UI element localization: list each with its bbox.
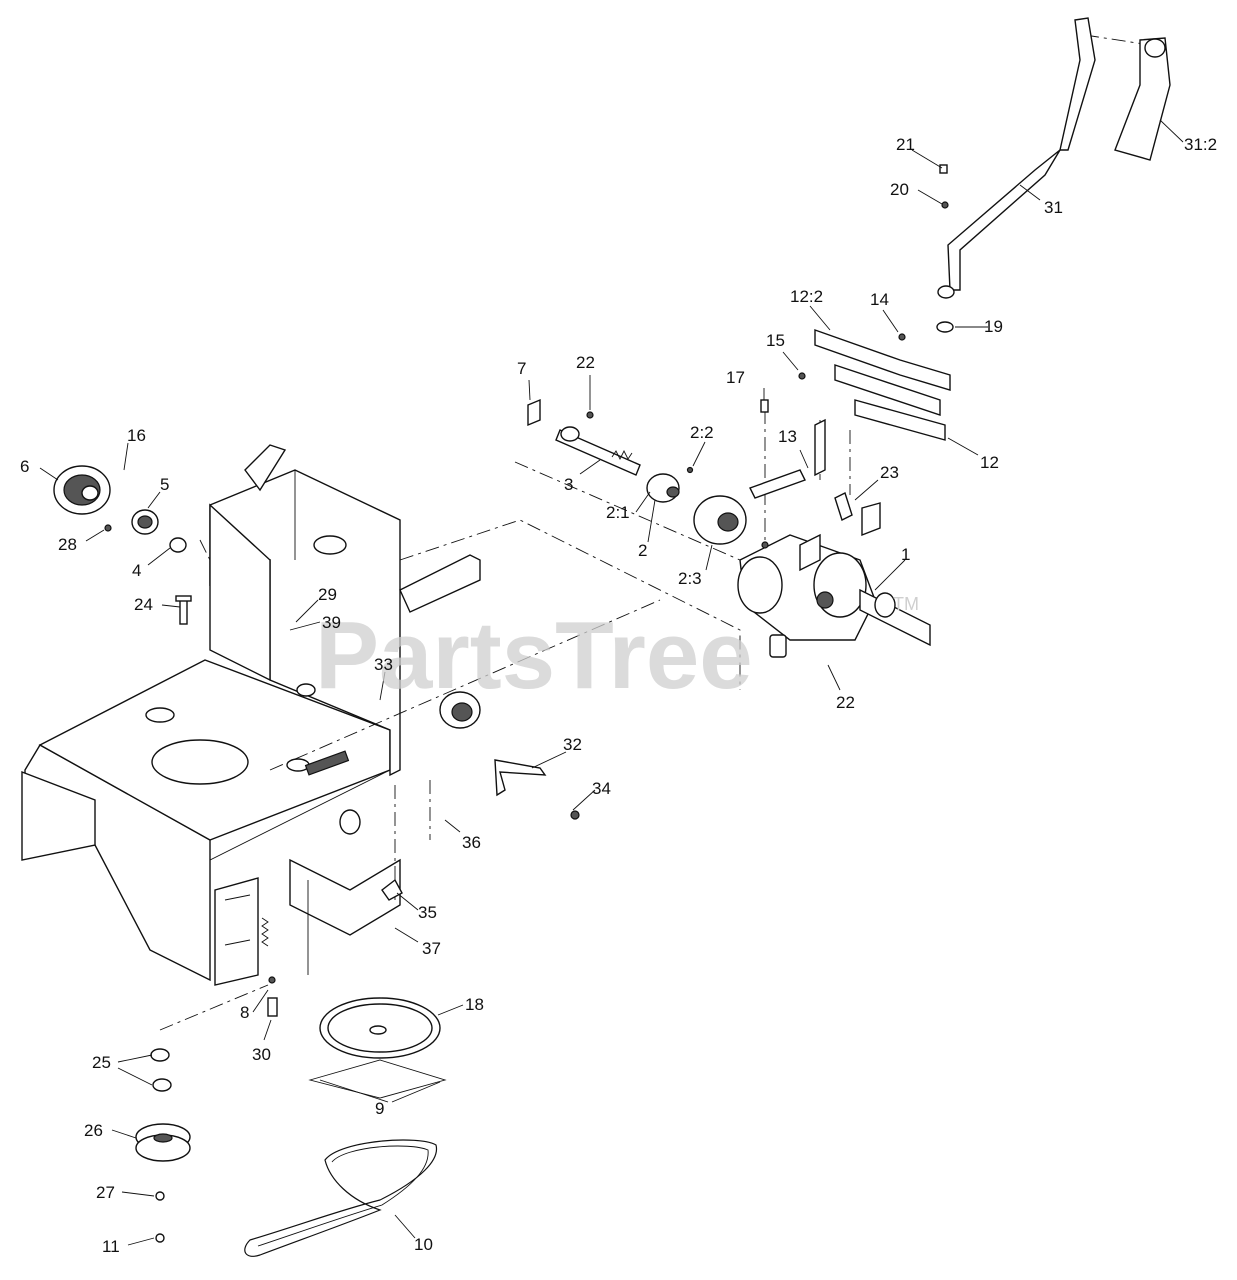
assembly-lines [159,34,1151,1031]
lower-parts [135,976,447,1257]
callout-34: 34 [592,779,611,798]
idler-assembly [527,398,747,545]
callout-33: 33 [374,655,393,674]
gearbox-assembly [737,492,931,658]
callout-35: 35 [418,903,437,922]
callout-17: 17 [726,368,745,387]
chassis-frame [21,444,481,986]
callout-22-top: 22 [576,353,595,372]
callout-37: 37 [422,939,441,958]
callout-24: 24 [134,595,153,614]
callout-36: 36 [462,833,481,852]
callout-2: 2 [638,541,647,560]
callout-18: 18 [465,995,484,1014]
callout-22-bottom: 22 [836,693,855,712]
left-pulley-assembly [53,465,192,625]
callout-2-3: 2:3 [678,569,702,588]
watermark-text: PartsTree [315,602,753,709]
callout-39: 39 [322,613,341,632]
callout-23: 23 [880,463,899,482]
callout-4: 4 [132,561,141,580]
callout-31: 31 [1044,198,1063,217]
callout-30: 30 [252,1045,271,1064]
leader-lines [39,119,1184,1246]
callout-13: 13 [778,427,797,446]
callout-3: 3 [564,475,573,494]
callout-26: 26 [84,1121,103,1140]
callout-20: 20 [890,180,909,199]
callout-31-2: 31:2 [1184,135,1217,154]
callout-10: 10 [414,1235,433,1254]
callout-1: 1 [901,545,910,564]
watermark: PartsTree TM [315,594,919,709]
callout-11: 11 [102,1237,120,1256]
callout-9: 9 [375,1099,384,1118]
callout-14: 14 [870,290,889,309]
callout-5: 5 [160,475,169,494]
watermark-trademark: TM [893,594,919,614]
callout-32: 32 [563,735,582,754]
callout-labels: 1 2 2:1 2:2 2:3 3 4 5 6 7 8 9 10 11 12 1… [20,135,1217,1256]
callout-27: 27 [96,1183,115,1202]
callout-21: 21 [896,135,915,154]
callout-29: 29 [318,585,337,604]
callout-12: 12 [980,453,999,472]
bracket-linkage [749,329,951,499]
callout-16: 16 [127,426,146,445]
callout-12-2: 12:2 [790,287,823,306]
control-handle [936,17,1171,333]
callout-8: 8 [240,1003,249,1022]
mid-pulley-links [381,691,580,901]
callout-6: 6 [20,457,29,476]
callout-25: 25 [92,1053,111,1072]
callout-19: 19 [984,317,1003,336]
callout-28: 28 [58,535,77,554]
callout-15: 15 [766,331,785,350]
callout-2-2: 2:2 [690,423,714,442]
callout-2-1: 2:1 [606,503,630,522]
callout-7: 7 [517,359,526,378]
